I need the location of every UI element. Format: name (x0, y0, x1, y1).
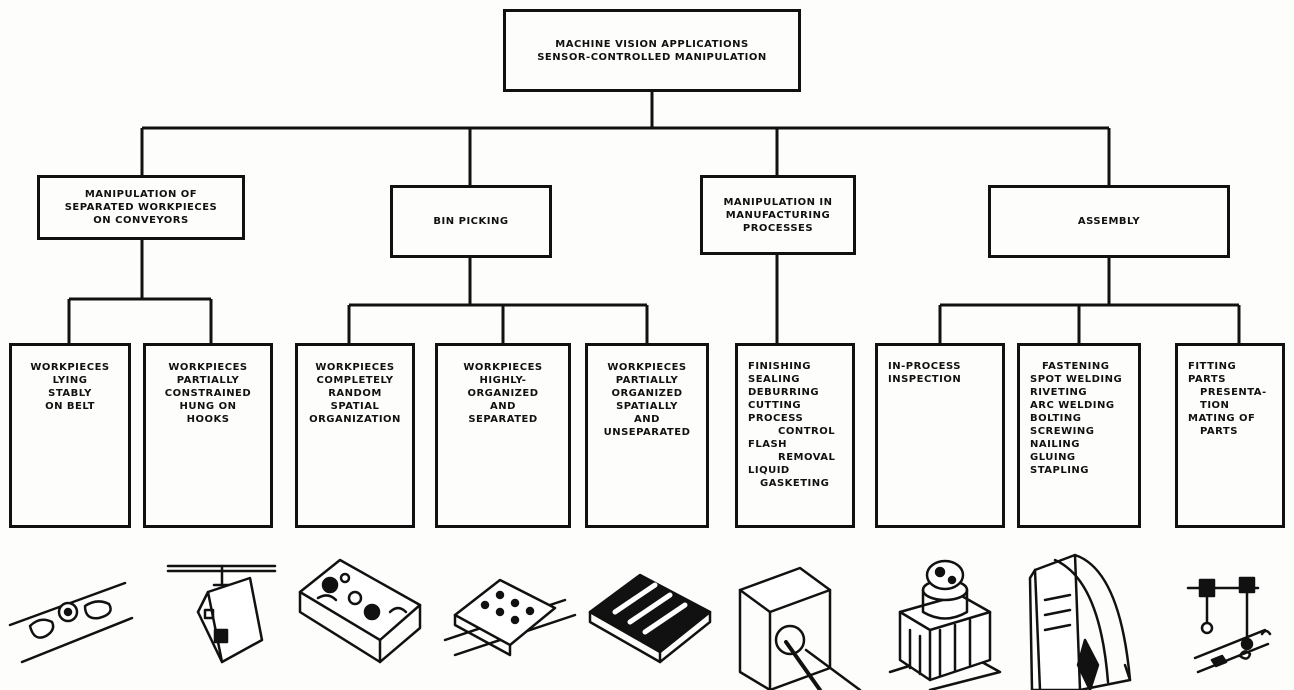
leaf-label: FITTING (1188, 361, 1237, 372)
leaf-label: FLASH (748, 439, 788, 450)
leaf-label: HIGHLY- (479, 375, 527, 386)
leaf-label: WORKPIECES (463, 362, 543, 373)
root-node: MACHINE VISION APPLICATIONS SENSOR-CONTR… (503, 9, 801, 92)
leaf-label: ARC WELDING (1030, 400, 1115, 411)
category-assembly: ASSEMBLY (988, 185, 1230, 258)
node-label: ON CONVEYORS (93, 215, 189, 226)
leaf-label: SCREWING (1030, 426, 1095, 437)
leaf-label: STABLY (48, 388, 92, 399)
leaf-label: SPATIAL (330, 401, 380, 412)
node-label: SEPARATED WORKPIECES (64, 202, 218, 213)
leaf-label: PARTIALLY (615, 375, 679, 386)
leaf-label: REMOVAL (778, 452, 836, 463)
leaf-label: LYING (52, 375, 88, 386)
leaf-lying-stably: WORKPIECES LYING STABLY ON BELT (9, 343, 131, 528)
leaf-label: COMPLETELY (316, 375, 394, 386)
category-manufacturing-processes: MANIPULATION IN MANUFACTURING PROCESSES (700, 175, 856, 255)
leaf-hung-on-hooks: WORKPIECES PARTIALLY CONSTRAINED HUNG ON… (143, 343, 273, 528)
leaf-label: PROCESS (748, 413, 804, 424)
root-title: MACHINE VISION APPLICATIONS (555, 38, 749, 50)
leaf-label: FINISHING (748, 361, 812, 372)
leaf-label: SPATIALLY (616, 401, 678, 412)
leaf-label: RIVETING (1030, 387, 1088, 398)
leaf-partially-organized: WORKPIECES PARTIALLY ORGANIZED SPATIALLY… (585, 343, 709, 528)
leaf-label: ORGANIZED (611, 388, 683, 399)
node-label: BIN PICKING (433, 216, 509, 227)
leaf-label: SPOT WELDING (1030, 374, 1123, 385)
leaf-label: WORKPIECES (168, 362, 248, 373)
leaf-label: RANDOM (328, 388, 382, 399)
leaf-label: IN-PROCESS (888, 361, 961, 372)
leaf-process-list: FINISHING SEALING DEBURRING CUTTING PROC… (735, 343, 855, 528)
leaf-label: WORKPIECES (607, 362, 687, 373)
leaf-label: FASTENING (1042, 361, 1110, 372)
leaf-highly-organized: WORKPIECES HIGHLY- ORGANIZED AND SEPARAT… (435, 343, 571, 528)
leaf-label: BOLTING (1030, 413, 1082, 424)
leaf-label: GASKETING (760, 478, 830, 489)
leaf-label: SEALING (748, 374, 800, 385)
leaf-label: GLUING (1030, 452, 1076, 463)
node-label: MANIPULATION IN (723, 196, 833, 208)
leaf-label: PARTS (1200, 426, 1238, 437)
leaf-label: LIQUID (748, 465, 790, 476)
category-conveyors: MANIPULATION OF SEPARATED WORKPIECES ON … (37, 175, 245, 240)
leaf-label: WORKPIECES (30, 362, 110, 373)
leaf-label: ON BELT (45, 401, 95, 412)
leaf-label: SEPARATED (468, 414, 538, 425)
leaf-fastening: FASTENING SPOT WELDING RIVETING ARC WELD… (1017, 343, 1141, 528)
leaf-in-process-inspection: IN-PROCESS INSPECTION (875, 343, 1005, 528)
leaf-label: HUNG ON (179, 401, 237, 412)
leaf-random-organization: WORKPIECES COMPLETELY RANDOM SPATIAL ORG… (295, 343, 415, 528)
leaf-label: STAPLING (1030, 465, 1089, 476)
leaf-label: PARTIALLY (176, 375, 240, 386)
leaf-label: WORKPIECES (315, 362, 395, 373)
root-subtitle: SENSOR-CONTROLLED MANIPULATION (537, 51, 767, 63)
leaf-label: PARTS (1188, 374, 1226, 385)
leaf-label: TION (1200, 400, 1230, 411)
leaf-label: INSPECTION (888, 374, 962, 385)
leaf-label: CONSTRAINED (164, 388, 252, 399)
leaf-label: CONTROL (778, 426, 836, 437)
leaf-label: HOOKS (186, 414, 230, 425)
leaf-label: AND (490, 401, 516, 412)
node-label: MANUFACTURING (725, 209, 831, 221)
leaf-label: NAILING (1030, 439, 1080, 450)
category-bin-picking: BIN PICKING (390, 185, 552, 258)
node-label: ASSEMBLY (1077, 216, 1141, 227)
node-label: PROCESSES (742, 222, 814, 234)
leaf-label: MATING OF (1188, 413, 1256, 424)
leaf-label: ORGANIZED (467, 388, 539, 399)
leaf-label: UNSEPARATED (603, 427, 691, 438)
leaf-label: PRESENTA- (1200, 387, 1267, 398)
leaf-label: CUTTING (748, 400, 802, 411)
leaf-label: DEBURRING (748, 387, 820, 398)
node-label: MANIPULATION OF (84, 189, 198, 200)
leaf-label: AND (634, 414, 660, 425)
leaf-label: ORGANIZATION (309, 414, 401, 425)
leaf-fitting: FITTING PARTS PRESENTA- TION MATING OF P… (1175, 343, 1285, 528)
